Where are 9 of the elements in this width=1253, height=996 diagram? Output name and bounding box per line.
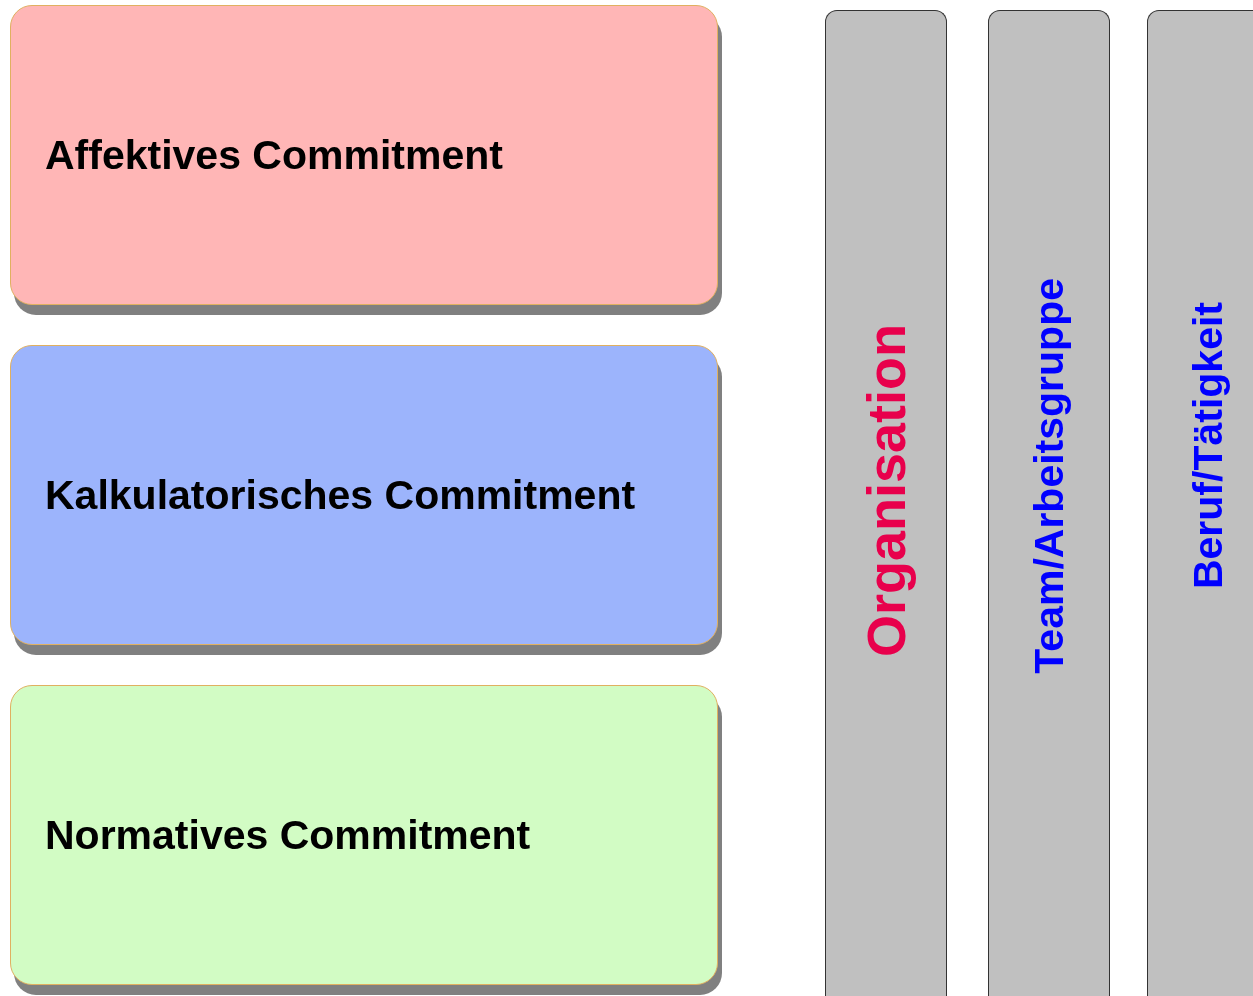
box-label: Normatives Commitment bbox=[45, 811, 531, 859]
column-label: Team/Arbeitsgruppe bbox=[1025, 277, 1073, 674]
column-bar bbox=[825, 10, 947, 996]
box-label: Affektives Commitment bbox=[45, 131, 503, 179]
column-label: Organisation bbox=[855, 323, 917, 657]
box-label: Kalkulatorisches Commitment bbox=[45, 471, 636, 519]
column-label: Beruf/Tätigkeit bbox=[1184, 301, 1232, 589]
column-bar bbox=[988, 10, 1110, 996]
column-bar bbox=[1147, 10, 1253, 996]
